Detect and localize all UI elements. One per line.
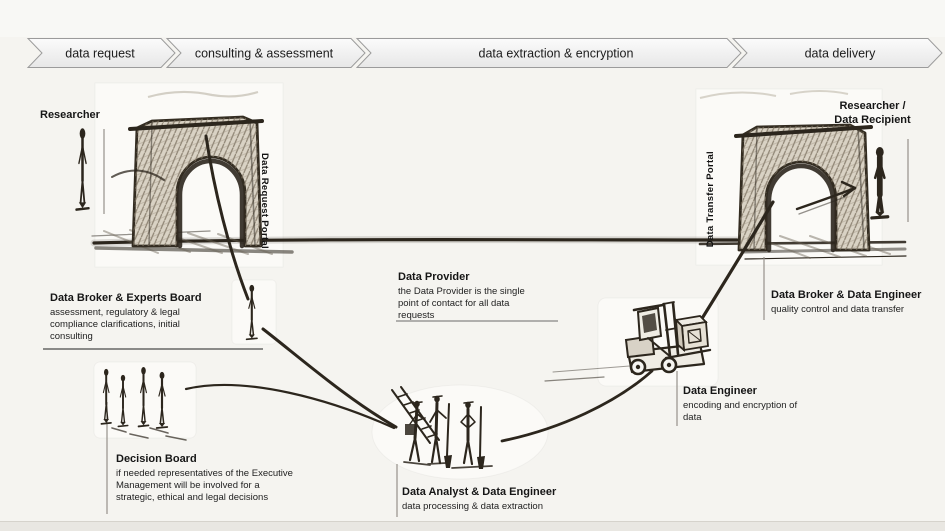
annotation-title: Data Provider [398, 271, 470, 283]
stage-label: data delivery [805, 47, 877, 61]
annotation-title: Data Broker & Data Engineer [771, 289, 922, 301]
stage-data-delivery: data delivery [731, 38, 943, 68]
researcher-label: Researcher [40, 109, 100, 121]
stage-consulting-assessment: consulting & assessment [165, 38, 366, 68]
stage-label: data extraction & encryption [479, 47, 634, 61]
stage-data-extraction-encryption: data extraction & encryption [355, 38, 742, 68]
researcher-figure-sketch [74, 126, 91, 212]
recipient-label: Researcher / Data Recipient [810, 99, 935, 128]
stage-data-request: data request [26, 38, 176, 68]
bottom-strip [0, 521, 945, 531]
annotation-title: Data Broker & Experts Board [50, 292, 202, 304]
top-strip [0, 0, 945, 37]
decision-board-figures-sketch [100, 365, 187, 441]
annotation-title: Data Engineer [683, 385, 757, 397]
data-transfer-portal-label: Data Transfer Portal [705, 151, 716, 248]
decision-patch [94, 362, 196, 438]
data-engineer-annotation: Data Engineer encoding and encryption of… [683, 385, 798, 424]
provider-figure-patch [232, 280, 276, 344]
stage-label: consulting & assessment [195, 47, 334, 61]
annotation-title: Decision Board [116, 453, 197, 465]
data-provider-annotation: Data Provider the Data Provider is the s… [398, 271, 525, 322]
recipient-label-line1: Researcher / [839, 100, 906, 112]
recipient-label-line2: Data Recipient [834, 114, 911, 127]
annotation-title: Data Analyst & Data Engineer [402, 486, 557, 498]
stage-label: data request [65, 47, 135, 61]
process-stage-bar: data request consulting & assessment dat… [26, 38, 943, 68]
broker-engineer-annotation: Data Broker & Data Engineer quality cont… [771, 289, 922, 316]
delivery-arrow-icon [795, 180, 857, 215]
workers-figures-sketch [391, 386, 493, 469]
data-analyst-annotation: Data Analyst & Data Engineer data proces… [402, 486, 557, 513]
broker-board-annotation: Data Broker & Experts Board assessment, … [50, 292, 202, 343]
decision-board-annotation: Decision Board if needed representatives… [116, 453, 293, 504]
data-request-portal-label: Data Request Portal [259, 153, 270, 249]
data-transfer-portal-sketch [699, 90, 873, 253]
forklift-sketch [624, 301, 712, 376]
